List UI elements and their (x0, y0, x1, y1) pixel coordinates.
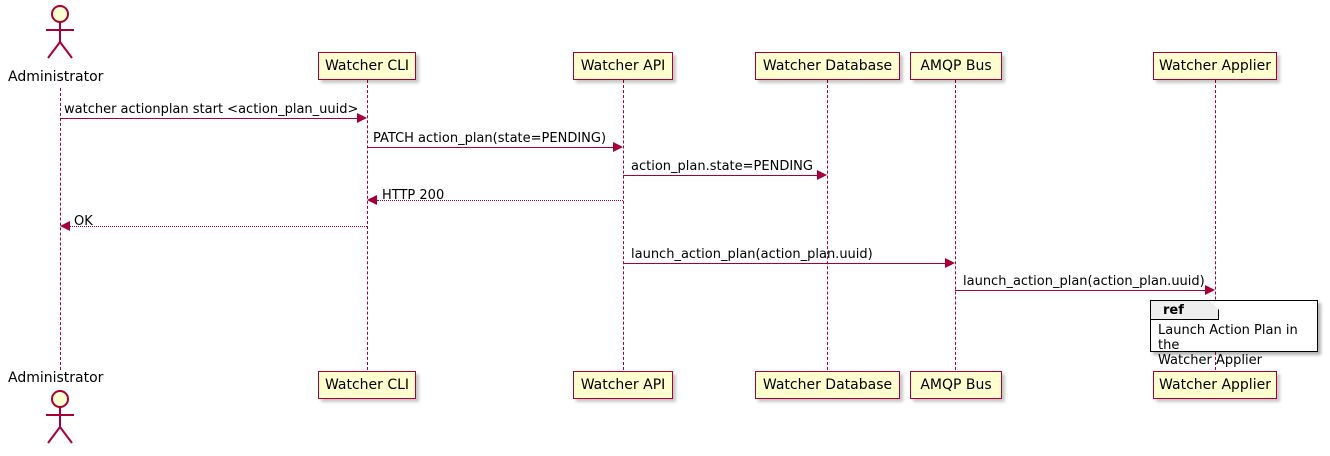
message-line-patch-action-plan (367, 147, 613, 148)
participant-amqp-bus-bottom[interactable]: AMQP Bus (910, 371, 1002, 399)
participant-watcher-api-bottom[interactable]: Watcher API (573, 371, 673, 399)
message-arrowhead-action-plan-state-pending (817, 170, 827, 180)
actor-administrator-top (38, 4, 82, 60)
message-label-launch-action-plan-api-to-bus: launch_action_plan(action_plan.uuid) (631, 247, 873, 262)
message-line-launch-action-plan-bus-to-applier (955, 290, 1205, 291)
message-arrowhead-actionplan-start (357, 113, 367, 123)
message-label-ok: OK (74, 214, 93, 229)
ref-fragment-launch-action-plan: ref Launch Action Plan in the Watcher Ap… (1150, 300, 1318, 368)
participant-amqp-bus-top[interactable]: AMQP Bus (910, 52, 1002, 80)
message-label-action-plan-state-pending: action_plan.state=PENDING (631, 159, 813, 174)
message-line-http-200 (377, 200, 623, 201)
actor-label-administrator-bottom: Administrator (8, 370, 104, 386)
ref-fragment-body: Launch Action Plan in the Watcher Applie… (1158, 323, 1298, 368)
message-line-ok (70, 226, 367, 227)
lifeline-watcher-database (827, 80, 828, 370)
lifeline-watcher-applier (1215, 80, 1216, 370)
message-arrowhead-ok (60, 221, 70, 231)
actor-icon (46, 5, 74, 59)
message-line-actionplan-start (60, 118, 357, 119)
lifeline-watcher-cli (367, 80, 368, 370)
participant-watcher-api-top[interactable]: Watcher API (573, 52, 673, 80)
participant-watcher-applier-bottom[interactable]: Watcher Applier (1153, 371, 1277, 399)
message-label-patch-action-plan: PATCH action_plan(state=PENDING) (373, 131, 607, 146)
message-line-launch-action-plan-api-to-bus (623, 263, 945, 264)
message-label-launch-action-plan-bus-to-applier: launch_action_plan(action_plan.uuid) (963, 274, 1205, 289)
message-label-http-200: HTTP 200 (382, 188, 445, 203)
participant-watcher-applier-top[interactable]: Watcher Applier (1153, 52, 1277, 80)
message-line-action-plan-state-pending (623, 175, 817, 176)
message-arrowhead-http-200 (367, 195, 377, 205)
actor-icon (46, 390, 74, 444)
message-arrowhead-patch-action-plan (613, 142, 623, 152)
actor-administrator-bottom (38, 389, 82, 445)
message-label-actionplan-start: watcher actionplan start <action_plan_uu… (64, 102, 359, 117)
ref-fragment-tab-label: ref (1163, 302, 1184, 318)
actor-label-administrator-top: Administrator (8, 69, 104, 85)
message-arrowhead-launch-action-plan-bus-to-applier (1205, 285, 1215, 295)
message-arrowhead-launch-action-plan-api-to-bus (945, 258, 955, 268)
participant-watcher-cli-bottom[interactable]: Watcher CLI (318, 371, 416, 399)
lifeline-amqp-bus (955, 80, 956, 370)
lifeline-watcher-api (623, 80, 624, 370)
participant-watcher-database-top[interactable]: Watcher Database (755, 52, 900, 80)
participant-watcher-cli-top[interactable]: Watcher CLI (318, 52, 416, 80)
participant-watcher-database-bottom[interactable]: Watcher Database (755, 371, 900, 399)
ref-fragment-tab: ref (1151, 301, 1219, 320)
